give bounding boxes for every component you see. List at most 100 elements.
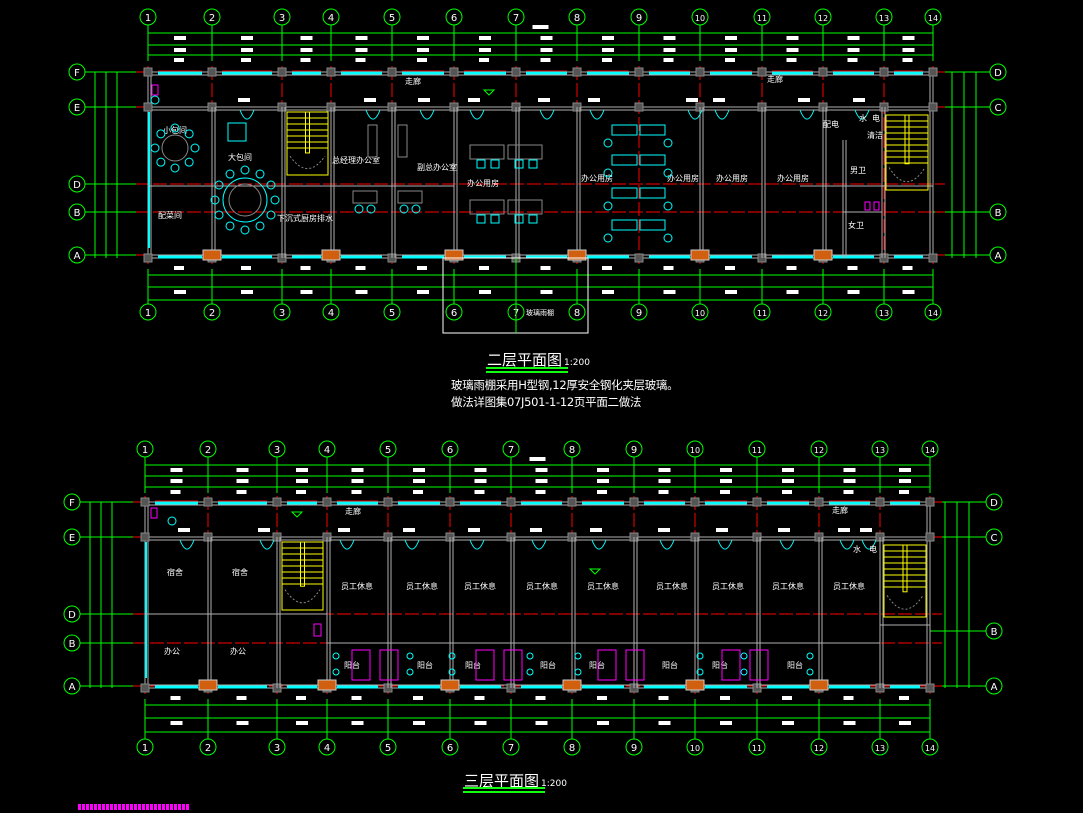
column [449, 67, 459, 77]
dimension-value-mark [725, 36, 737, 40]
dimension-value-mark [300, 36, 313, 40]
dimension-value-mark [720, 468, 732, 472]
dimension-value-mark [782, 721, 794, 725]
floor3-title-text: 三层平面图 [464, 772, 540, 790]
door-swing [659, 539, 675, 550]
dimension-value-mark [902, 290, 915, 294]
toilet-fixture [873, 201, 880, 211]
dimension-value-mark [535, 479, 548, 483]
stair-landing-arc [284, 589, 321, 604]
elevation-marker [290, 511, 304, 518]
stair [281, 541, 324, 611]
dimension-value-mark [720, 696, 730, 700]
chair [603, 201, 613, 211]
column [207, 67, 217, 77]
floor2-title-underline [486, 367, 568, 369]
room-label: 走廊 [405, 76, 421, 86]
axis-bubble-left-F [68, 63, 86, 81]
bathroom-fixture [351, 649, 371, 681]
axis-bubble-left-F-label: F [74, 68, 80, 79]
column [690, 497, 700, 507]
dimension-value-mark [847, 48, 860, 52]
canopy-label: 玻璃雨棚 [526, 308, 554, 317]
door-tag-mark [418, 98, 430, 102]
chair [663, 168, 673, 178]
desk [352, 190, 378, 204]
dimension-value-mark [663, 36, 676, 40]
axis-bubble-bottom-4 [322, 303, 340, 321]
room-label: 办公用房 [581, 173, 613, 183]
stair [286, 111, 329, 176]
wc-fixture [696, 668, 704, 676]
column [925, 683, 935, 693]
column [634, 253, 644, 263]
wc-fixture [448, 668, 456, 676]
floor2-title-text: 二层平面图 [487, 351, 563, 369]
column [572, 67, 582, 77]
dimension-value-mark [296, 490, 306, 494]
ac-unit [440, 679, 460, 691]
column [272, 497, 282, 507]
dimension-value-mark [540, 266, 551, 270]
axis-bubble-bottom-9 [625, 738, 643, 756]
axis-bubble-top-2-label: 2 [209, 13, 215, 24]
door-swing [714, 109, 730, 120]
axis-bubble-top-9-label: 9 [636, 13, 642, 24]
axis-bubble-left-E-label: E [69, 533, 75, 544]
bathroom-fixture [503, 649, 523, 681]
wc-fixture [740, 652, 748, 660]
door-swing [404, 539, 420, 550]
dimension-value-mark [479, 266, 489, 270]
dimension-value-mark [474, 721, 487, 725]
room-label: 阳台 [540, 660, 556, 670]
column [928, 67, 938, 77]
dimension-value-mark [597, 721, 609, 725]
door-swing [854, 109, 870, 120]
dimension-value-mark [170, 721, 183, 725]
room-label: 配菜间 [158, 210, 182, 220]
dimension-value-mark [658, 721, 671, 725]
column [925, 532, 935, 542]
axis-bubble-bottom-13 [875, 303, 893, 321]
room-label: 走廊 [345, 506, 361, 516]
chair [411, 204, 421, 214]
axis-bubble-left-B [68, 203, 86, 221]
axis-bubble-bottom-2 [203, 303, 221, 321]
axis-bubble-bottom-8-label: 8 [569, 743, 575, 754]
chair [240, 225, 250, 235]
door-tag-mark [468, 98, 480, 102]
door-tag-mark [468, 528, 480, 532]
dimension-value-mark [413, 490, 423, 494]
wc-fixture [526, 668, 534, 676]
axis-bubble-right-C-label: C [991, 533, 998, 544]
dimension-value-mark [847, 58, 858, 62]
dimension-value-mark [174, 290, 186, 294]
dimension-value-mark [786, 36, 799, 40]
dimension-value-mark [843, 696, 854, 700]
floor3-scale: 1:200 [541, 779, 567, 789]
dimension-value-mark [725, 290, 737, 294]
axis-bubble-bottom-13 [871, 738, 889, 756]
dimension-value-mark [847, 266, 858, 270]
dimension-value-mark [535, 721, 548, 725]
toilet-fixture [313, 623, 322, 637]
chair [170, 123, 180, 133]
axis-bubble-right-D [985, 493, 1003, 511]
dimension-value-mark [417, 290, 429, 294]
dimension-value-mark [300, 266, 311, 270]
axis-bubble-bottom-10-label: 10 [695, 309, 705, 318]
dimension-value-mark [843, 479, 856, 483]
floor3-title-underline [463, 787, 545, 789]
axis-bubble-top-4-label: 4 [324, 445, 330, 456]
chair [225, 221, 235, 231]
ac-unit [685, 679, 705, 691]
axis-bubble-top-3 [268, 440, 286, 458]
ac-unit [813, 249, 833, 261]
chair [225, 169, 235, 179]
chair [603, 138, 613, 148]
door-swing [469, 539, 485, 550]
column [143, 102, 153, 112]
axis-bubble-left-A-label: A [69, 682, 76, 693]
dimension-value-mark [663, 48, 676, 52]
axis-bubble-right-A-label: A [995, 251, 1002, 262]
